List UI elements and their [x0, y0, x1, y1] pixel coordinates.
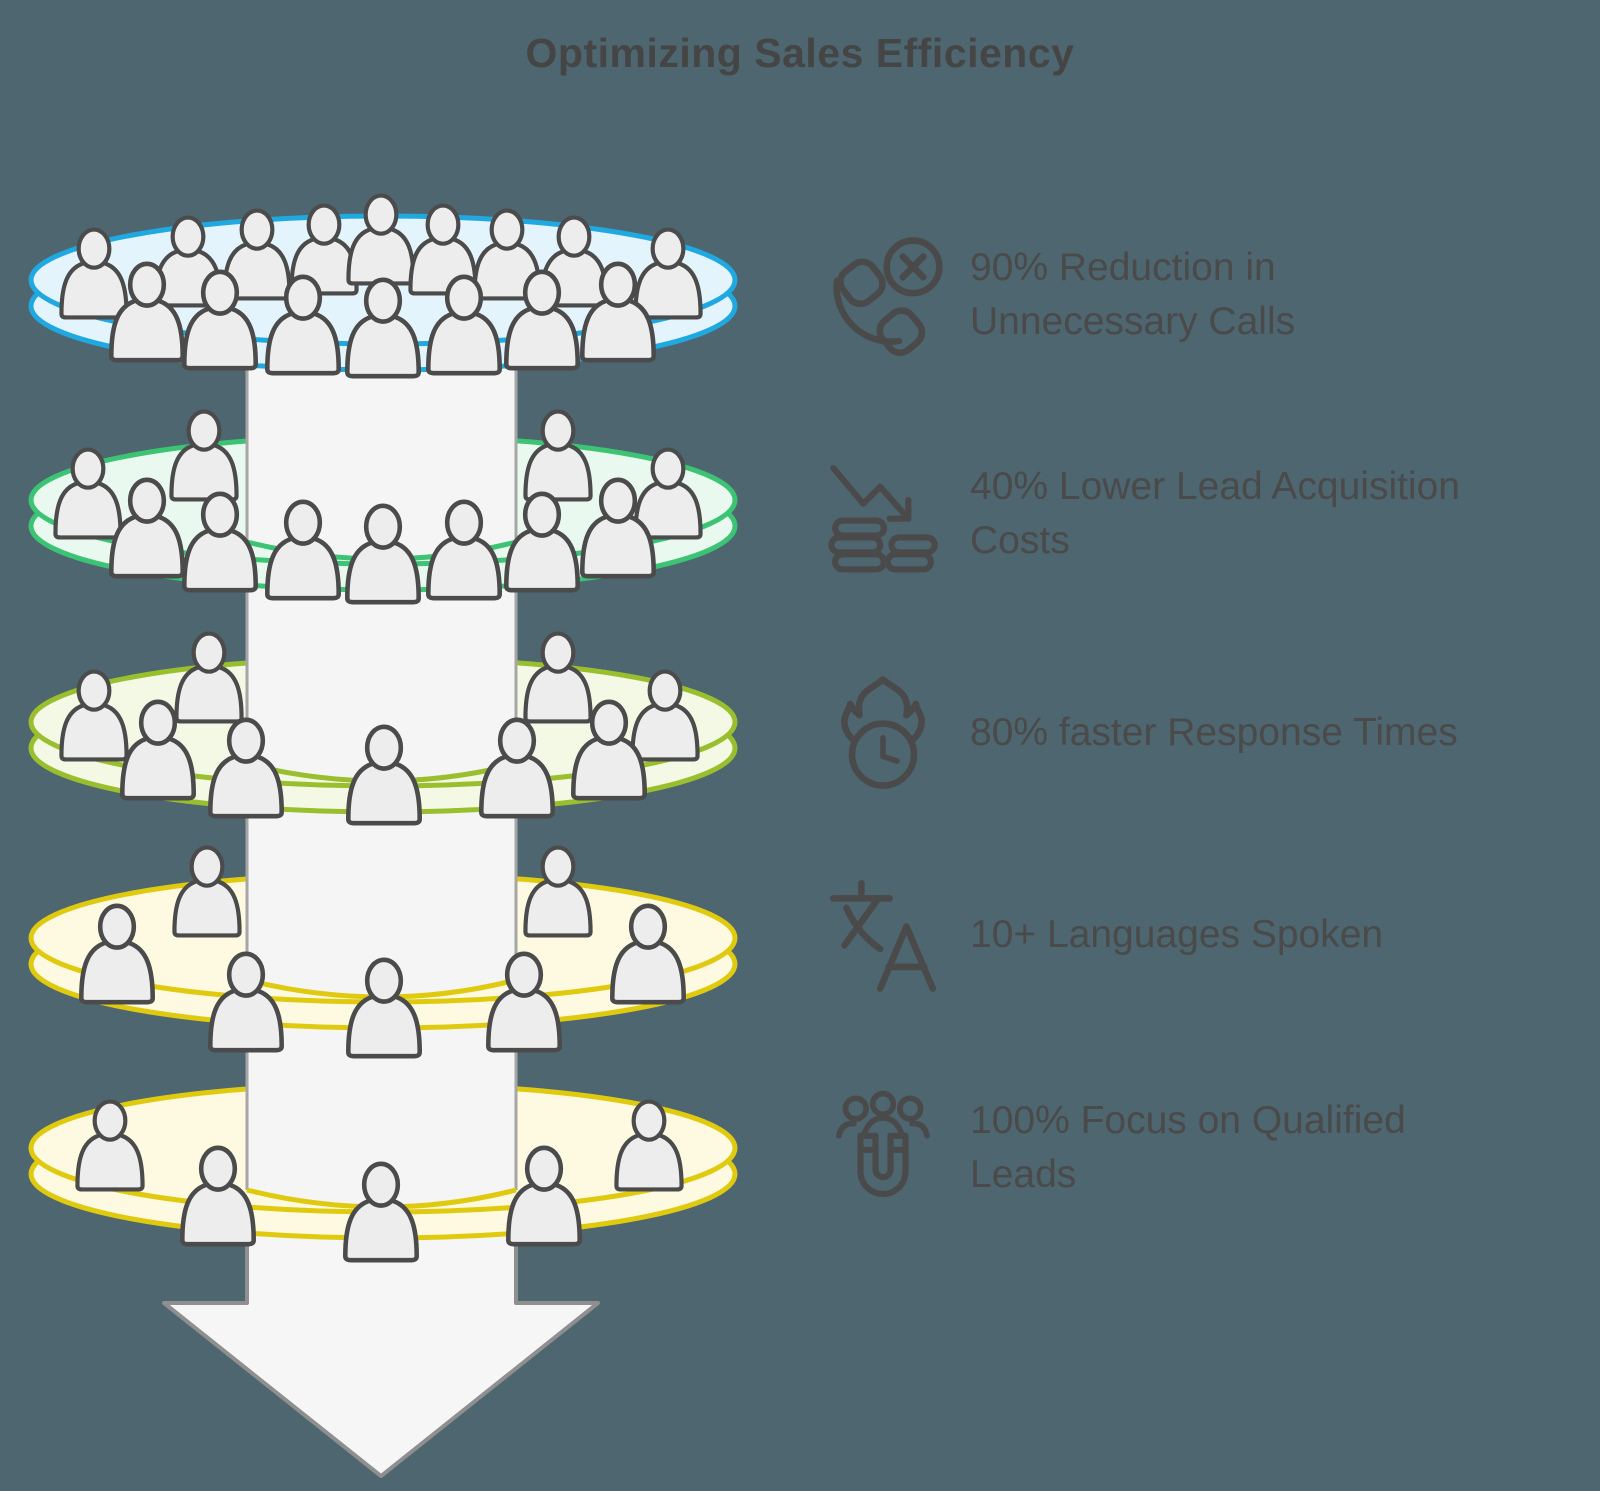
person-icon: [523, 409, 593, 502]
person-icon: [486, 951, 562, 1053]
benefit-text: 100% Focus on Qualified Leads: [970, 1099, 1406, 1196]
person-icon: [345, 503, 421, 605]
person-icon: [571, 699, 647, 801]
person-icon: [345, 277, 421, 379]
languages-icon: [822, 874, 944, 996]
person-icon: [506, 1145, 582, 1247]
page-title: Optimizing Sales Efficiency: [525, 30, 1075, 76]
fast-response-icon: [822, 672, 944, 794]
person-icon: [580, 261, 656, 363]
lower-cost-icon: [822, 453, 944, 575]
person-icon: [109, 261, 185, 363]
person-icon: [610, 903, 686, 1005]
person-icon: [346, 724, 422, 826]
funnel-column-segment: [247, 583, 516, 781]
person-icon: [182, 269, 258, 371]
benefit-text: 80% faster Response Times: [970, 711, 1458, 754]
person-icon: [59, 227, 129, 320]
funnel-stage-1: [28, 193, 738, 379]
person-icon: [265, 499, 341, 601]
person-icon: [120, 699, 196, 801]
phone-cancel-icon: [822, 234, 944, 356]
funnel-stage-4: [28, 805, 738, 1059]
benefit-text: 90% Reduction in Unnecessary Calls: [970, 246, 1296, 343]
person-icon: [75, 1099, 145, 1192]
benefit-item-fast-response: 80% faster Response Times: [822, 665, 1458, 801]
person-icon: [208, 951, 284, 1053]
benefit-text: 10+ Languages Spoken: [970, 913, 1384, 956]
person-icon: [153, 215, 223, 308]
down-arrow: [162, 1231, 600, 1478]
person-icon: [53, 447, 123, 540]
person-icon: [346, 193, 416, 286]
funnel-stage-5: [28, 1021, 738, 1263]
funnel-column-segment: [247, 1021, 516, 1207]
person-icon: [426, 274, 502, 376]
person-icon: [523, 631, 593, 724]
person-icon: [59, 669, 129, 762]
person-icon: [580, 477, 656, 579]
person-icon: [208, 717, 284, 819]
benefit-item-qualified-leads: 100% Focus on Qualified Leads: [822, 1080, 1406, 1216]
person-icon: [172, 845, 242, 938]
person-icon: [180, 1145, 256, 1247]
person-icon: [169, 409, 239, 502]
person-icon: [426, 499, 502, 601]
person-icon: [79, 903, 155, 1005]
person-icon: [472, 208, 542, 301]
person-icon: [109, 477, 185, 579]
benefit-item-lower-cost: 40% Lower Lead Acquisition Costs: [822, 446, 1460, 582]
funnel-stage-3: [28, 583, 738, 826]
benefit-item-languages: 10+ Languages Spoken: [822, 867, 1383, 1003]
person-icon: [504, 269, 580, 371]
person-icon: [523, 845, 593, 938]
person-icon: [174, 631, 244, 724]
person-icon: [265, 274, 341, 376]
person-icon: [479, 717, 555, 819]
funnel-stage-2: [28, 363, 738, 605]
person-icon: [504, 491, 580, 593]
person-icon: [182, 491, 258, 593]
person-icon: [633, 227, 703, 320]
funnel-column-segment: [247, 805, 516, 997]
benefit-text: 40% Lower Lead Acquisition Costs: [970, 465, 1460, 562]
person-icon: [614, 1099, 684, 1192]
funnel-diagram: [28, 193, 738, 1478]
person-icon: [343, 1161, 419, 1263]
person-icon: [346, 957, 422, 1059]
benefit-item-reduced-calls: 90% Reduction in Unnecessary Calls: [822, 227, 1295, 363]
qualified-leads-icon: [822, 1087, 944, 1209]
